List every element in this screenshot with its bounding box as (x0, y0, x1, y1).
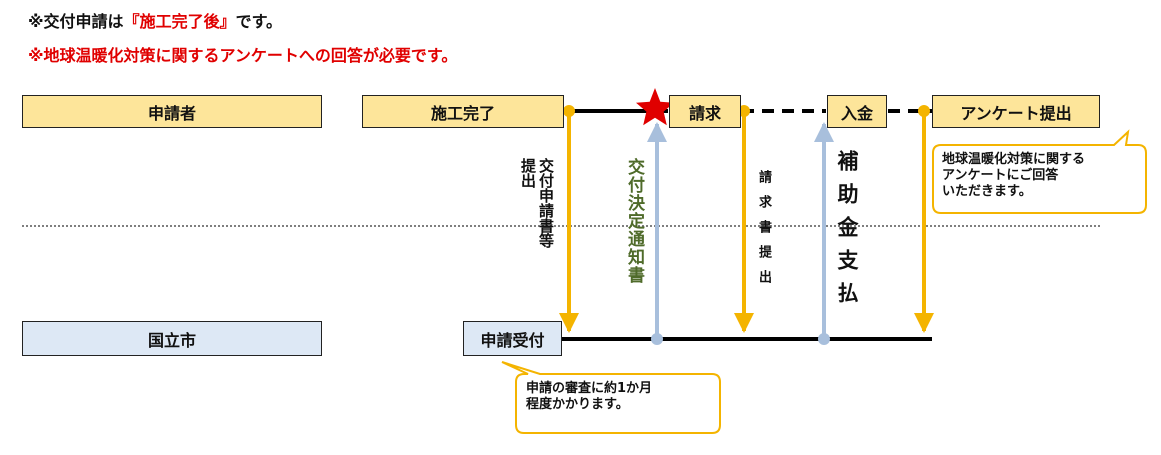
star-icon (636, 88, 674, 126)
note-survey-required: ※地球温暖化対策に関するアンケートへの回答が必要です。 (28, 46, 458, 65)
label-subsidy-payment: 補助金支払 (835, 150, 859, 315)
step-invoice: 請求 (669, 95, 741, 128)
callout-survey-shape (932, 129, 1147, 214)
note-application-timing: ※交付申請は『施工完了後』です。 (28, 12, 282, 31)
label-submit-docs-col2: 提出 (519, 158, 537, 188)
step-application-received: 申請受付 (463, 321, 562, 356)
step-survey-submit: アンケート提出 (932, 95, 1100, 128)
callout-review-shape (501, 361, 721, 434)
label-decision-notice: 交付決定通知書 (624, 158, 644, 284)
callout-review: 申請の審査に約1か月 程度かかります。 (526, 381, 653, 412)
step-construction-complete: 施工完了 (362, 95, 564, 128)
lane-city: 国立市 (22, 321, 322, 356)
callout-survey: 地球温暖化対策に関する アンケートにご回答 いただきます。 (942, 152, 1086, 199)
label-invoice-submit: 請求書提出 (756, 170, 771, 295)
note-highlight: 『施工完了後』 (123, 12, 236, 31)
lane-applicant: 申請者 (22, 95, 322, 128)
label-submit-docs-col1: 交付申請書等 (537, 158, 555, 248)
step-payment: 入金 (827, 95, 887, 128)
